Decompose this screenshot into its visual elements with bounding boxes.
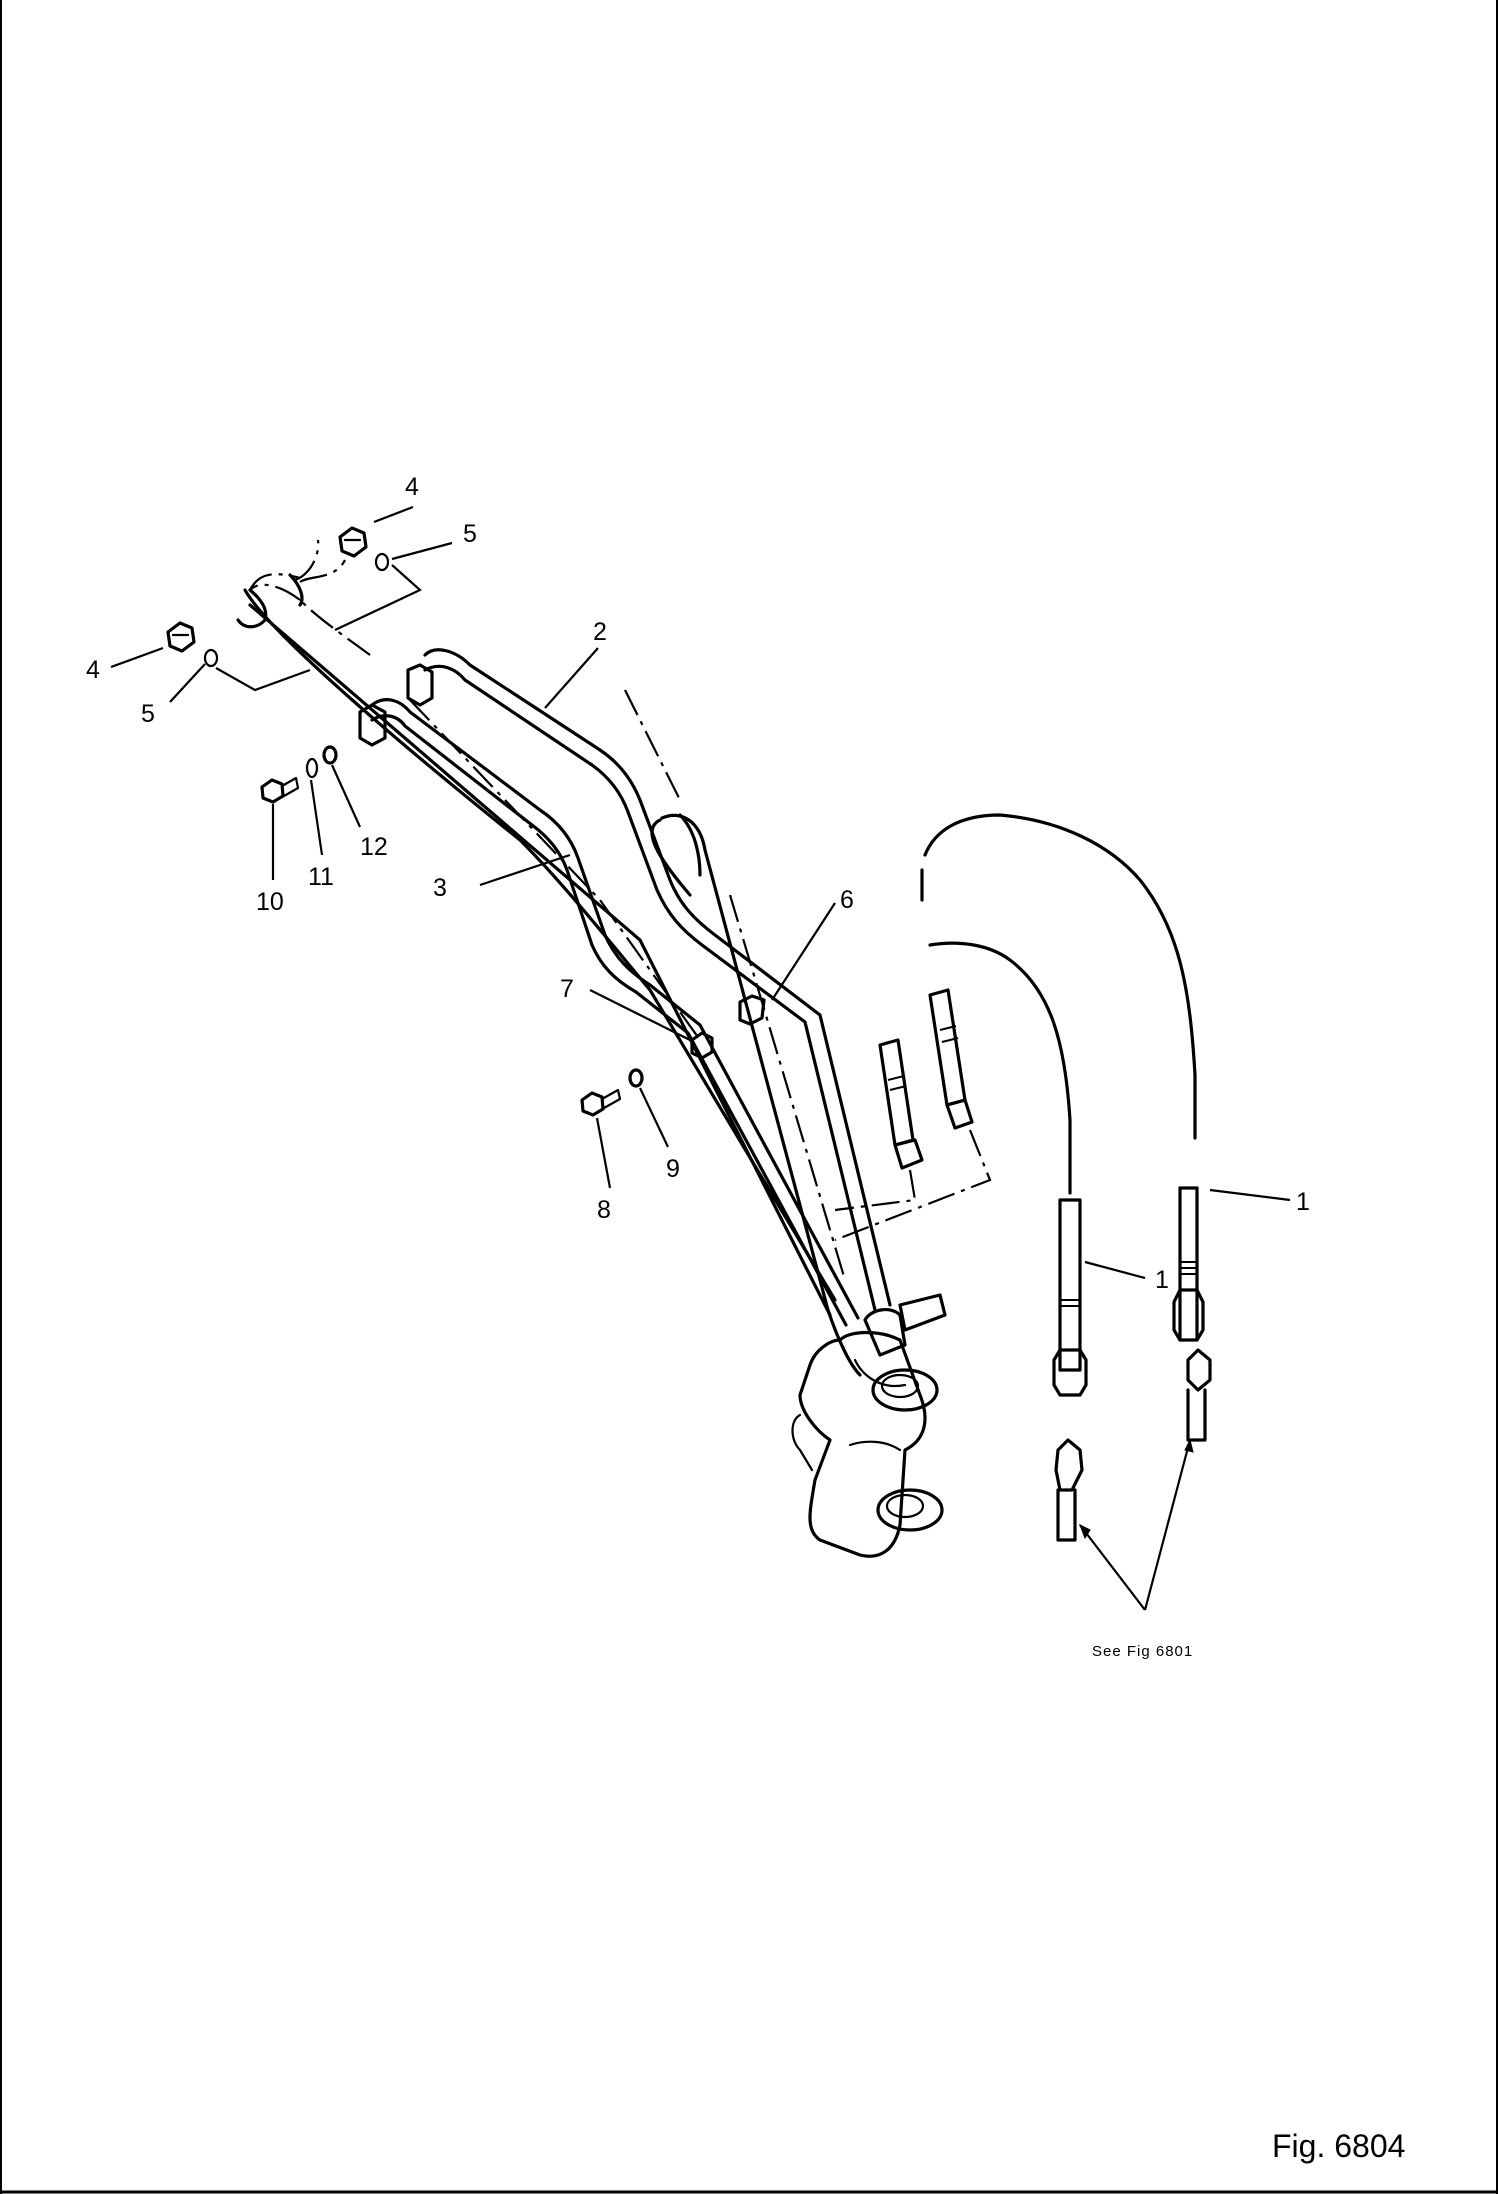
- bolt-8: [580, 1088, 622, 1117]
- figure-label: Fig. 6804: [1272, 2128, 1405, 2164]
- washer-11: [305, 757, 319, 779]
- callout-10: 10: [256, 888, 284, 916]
- bottom-brackets: [863, 1293, 947, 1357]
- callout-11: 11: [308, 863, 334, 891]
- hose-1-outer: [920, 813, 1205, 1342]
- boom-arm: [243, 588, 944, 1558]
- callout-8: 8: [597, 1196, 611, 1224]
- washer-9: [628, 1068, 644, 1088]
- hose-fittings-upper: [834, 988, 992, 1242]
- hose-ends-lower: [1054, 1348, 1212, 1542]
- callout-9: 9: [666, 1155, 680, 1183]
- hose-1-inner: [928, 941, 1088, 1397]
- nut-4-left: [166, 621, 196, 653]
- callout-4-upper: 4: [405, 473, 419, 501]
- tube-3: [370, 698, 860, 1327]
- callout-6: 6: [840, 886, 854, 914]
- clamp-6: [738, 994, 766, 1026]
- callout-3: 3: [433, 874, 447, 902]
- callout-1-middle: 1: [1155, 1266, 1169, 1294]
- callout-5-left: 5: [141, 700, 155, 728]
- o-ring-5-left: [203, 648, 219, 668]
- reference-arrows: [1079, 1438, 1194, 1611]
- o-ring-5-upper: [374, 552, 390, 572]
- callout-2: 2: [593, 618, 607, 646]
- callout-4-left: 4: [86, 656, 100, 684]
- tube-flares: [236, 539, 320, 629]
- callout-12: 12: [360, 833, 388, 861]
- top-clamps: [358, 663, 434, 747]
- clamp-7: [690, 1031, 714, 1060]
- callout-7: 7: [560, 975, 574, 1003]
- centerlines: [249, 559, 847, 1281]
- tube-2: [423, 648, 892, 1312]
- callout-1-right: 1: [1296, 1188, 1310, 1216]
- leader-lines: [110, 505, 1291, 1280]
- reference-note: See Fig 6801: [1092, 1643, 1193, 1660]
- nut-4-upper: [338, 526, 368, 558]
- washer-12: [322, 745, 338, 765]
- bolt-10: [260, 776, 300, 804]
- callout-5-upper: 5: [463, 520, 477, 548]
